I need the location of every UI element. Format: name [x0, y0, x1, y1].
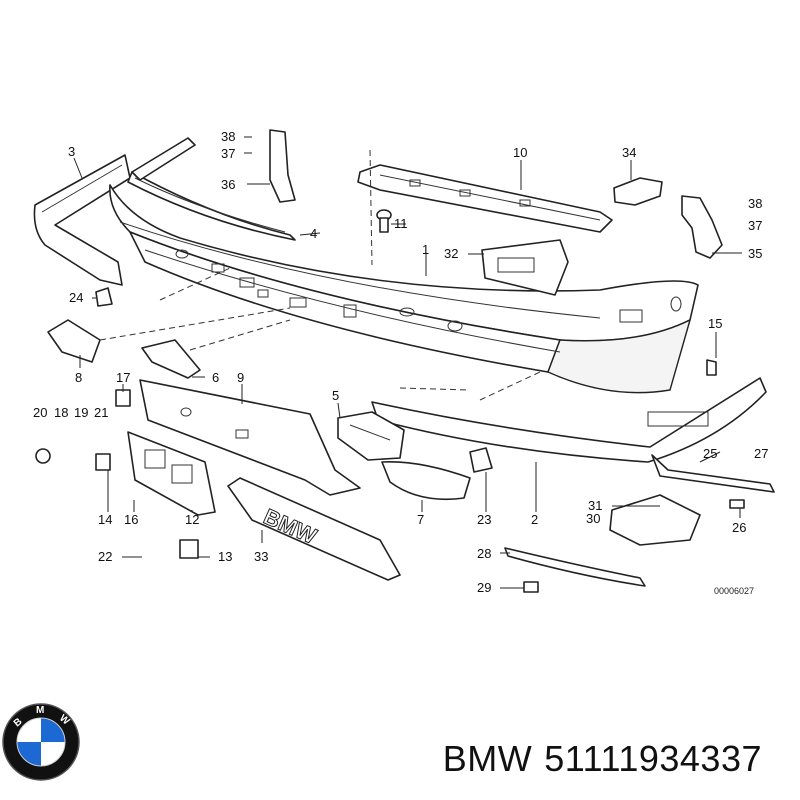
callout-30: 30 [586, 511, 600, 526]
part-20-cap [35, 448, 51, 464]
callout-38-left: 38 [221, 129, 235, 144]
logo-letter-m: M [36, 705, 44, 716]
callout-10: 10 [513, 145, 527, 160]
part-31-duct [609, 494, 701, 546]
callout-36: 36 [221, 177, 235, 192]
callouts: 3 1 2 4 6 8 9 10 11 12 13 14 15 16 17 18… [33, 129, 768, 596]
callout-32: 32 [444, 246, 458, 261]
callout-1: 1 [422, 242, 429, 257]
reference-code: 00006027 [714, 586, 754, 596]
callout-18: 18 [54, 405, 68, 420]
callout-12: 12 [185, 512, 199, 527]
part-34-clip [613, 177, 663, 206]
part-29-clip [523, 581, 539, 593]
part-12-plate-bracket [127, 431, 216, 516]
callout-22: 22 [98, 549, 112, 564]
callout-4: 4 [310, 226, 317, 241]
part-8-end-grille [47, 319, 101, 363]
callout-31: 31 [588, 498, 602, 513]
callout-16: 16 [124, 512, 138, 527]
callout-21: 21 [94, 405, 108, 420]
callout-20: 20 [33, 405, 47, 420]
part-4-trim-strip [127, 137, 296, 241]
part-35-support-bracket [681, 195, 723, 259]
callout-26: 26 [732, 520, 746, 535]
callout-3: 3 [68, 144, 75, 159]
callout-13: 13 [218, 549, 232, 564]
part-2-lower-spoiler [371, 377, 767, 463]
brand-name: BMW [442, 738, 533, 779]
hardware-pieces [35, 287, 775, 593]
part-28-air-duct [504, 547, 646, 587]
callout-7: 7 [417, 512, 424, 527]
callout-17: 17 [116, 370, 130, 385]
part-14-plate [95, 453, 111, 471]
callout-23: 23 [477, 512, 491, 527]
callout-19: 19 [74, 405, 88, 420]
bumper-parts-diagram: BMW [33, 129, 775, 596]
callout-34: 34 [622, 145, 636, 160]
callout-5: 5 [332, 388, 339, 403]
callout-14: 14 [98, 512, 112, 527]
callout-37-left: 37 [221, 146, 235, 161]
part-26-clip [729, 499, 745, 509]
callout-24: 24 [69, 290, 83, 305]
part-33-emblem-grille: BMW [227, 477, 401, 581]
callout-27: 27 [754, 446, 768, 461]
callout-28: 28 [477, 546, 491, 561]
callout-2: 2 [531, 512, 538, 527]
part-32-bracket [481, 239, 569, 296]
part-15-clip [706, 359, 717, 376]
part-13-plate [179, 539, 199, 559]
part-25-bracket [651, 454, 775, 493]
part-number: 51111934337 [544, 738, 762, 779]
leader-lines [73, 136, 742, 589]
part-17-clip [115, 389, 131, 407]
part-11-clip [376, 209, 392, 233]
bmw-roundel-logo: B M W [2, 703, 80, 781]
callout-29: 29 [477, 580, 491, 595]
part-3-left-end-cap [33, 154, 131, 286]
part-1-bumper-shell [109, 184, 699, 394]
callout-37-right: 37 [748, 218, 762, 233]
part-caption: BMW 51111934337 [443, 738, 762, 780]
callout-15: 15 [708, 316, 722, 331]
assembly-lines [99, 149, 541, 401]
part-6-small-grille [141, 339, 201, 379]
part-9-plate-holder [139, 379, 361, 496]
part-5-grille-insert [337, 411, 405, 461]
callout-9: 9 [237, 370, 244, 385]
callout-6: 6 [212, 370, 219, 385]
callout-35: 35 [748, 246, 762, 261]
part-24-clip [95, 287, 113, 307]
callout-25: 25 [703, 446, 717, 461]
callout-11: 11 [394, 216, 408, 231]
callout-8: 8 [75, 370, 82, 385]
part-36-support-bracket [269, 129, 296, 203]
part-7-fog-cover [381, 461, 471, 501]
part-23-bracket [469, 447, 493, 473]
part-10-reinforcement [357, 164, 613, 233]
callout-33: 33 [254, 549, 268, 564]
callout-38-right: 38 [748, 196, 762, 211]
